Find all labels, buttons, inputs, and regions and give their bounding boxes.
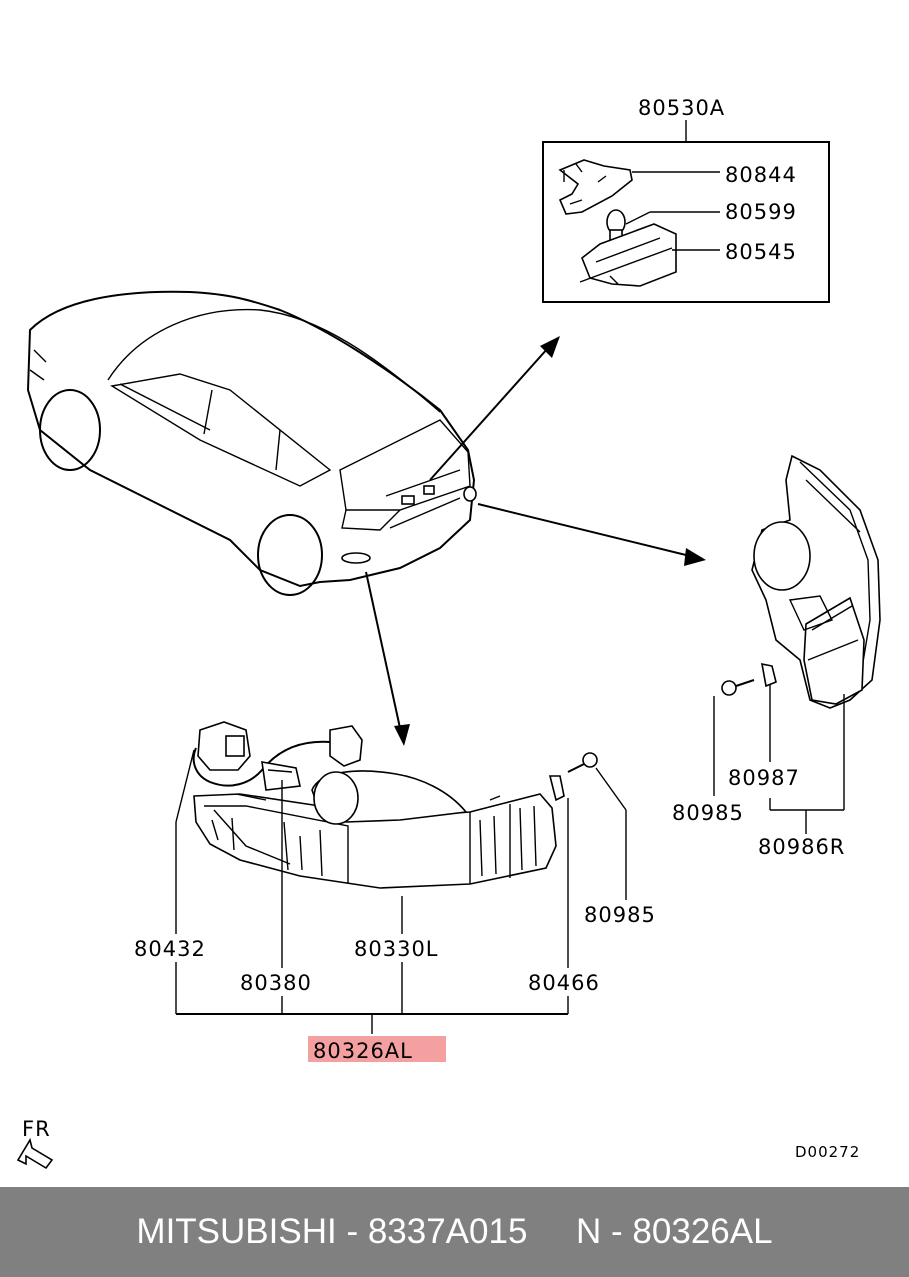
- label-80432: 80432: [134, 937, 206, 961]
- label-80844: 80844: [725, 163, 797, 187]
- socket-shape: [558, 159, 633, 215]
- screw-right: [721, 679, 755, 696]
- label-80599: 80599: [725, 200, 797, 224]
- label-80380: 80380: [240, 971, 312, 995]
- clip-right: [761, 662, 777, 688]
- front-direction-arrow: [16, 1137, 54, 1170]
- screw-left: [567, 752, 598, 773]
- label-80326al: 80326AL: [313, 1039, 413, 1063]
- vehicle-outline: [26, 290, 477, 596]
- parts-diagram: 80530A 80844 80599 80545 80987 80985 809…: [16, 96, 881, 1170]
- label-80985-left: 80985: [584, 903, 656, 927]
- label-80986r: 80986R: [758, 835, 845, 859]
- label-80466: 80466: [528, 971, 600, 995]
- footer-bar: MITSUBISHI - 8337A015 N - 80326AL: [0, 1187, 909, 1277]
- label-80545: 80545: [725, 240, 797, 264]
- label-80987: 80987: [728, 766, 800, 790]
- license-lamp-group: [542, 120, 830, 303]
- clip-left: [548, 775, 565, 802]
- footer-ref-text: N - 80326AL: [576, 1212, 773, 1251]
- left-combination-lamp: [175, 721, 627, 1034]
- label-80530a: 80530A: [638, 96, 725, 120]
- right-tail-lamp: [713, 454, 881, 834]
- drawing-code: D00272: [795, 1143, 860, 1161]
- label-80985-right: 80985: [672, 801, 744, 825]
- license-lamp-box: [542, 141, 830, 303]
- lens-shape: [579, 223, 677, 287]
- orientation-label: FR: [22, 1117, 51, 1141]
- footer-brand-text: MITSUBISHI - 8337A015: [136, 1212, 528, 1251]
- part-number-highlight: [308, 1036, 446, 1062]
- footer-gap: [527, 1212, 576, 1252]
- pointer-arrows: [365, 336, 706, 746]
- label-80330l: 80330L: [354, 937, 439, 961]
